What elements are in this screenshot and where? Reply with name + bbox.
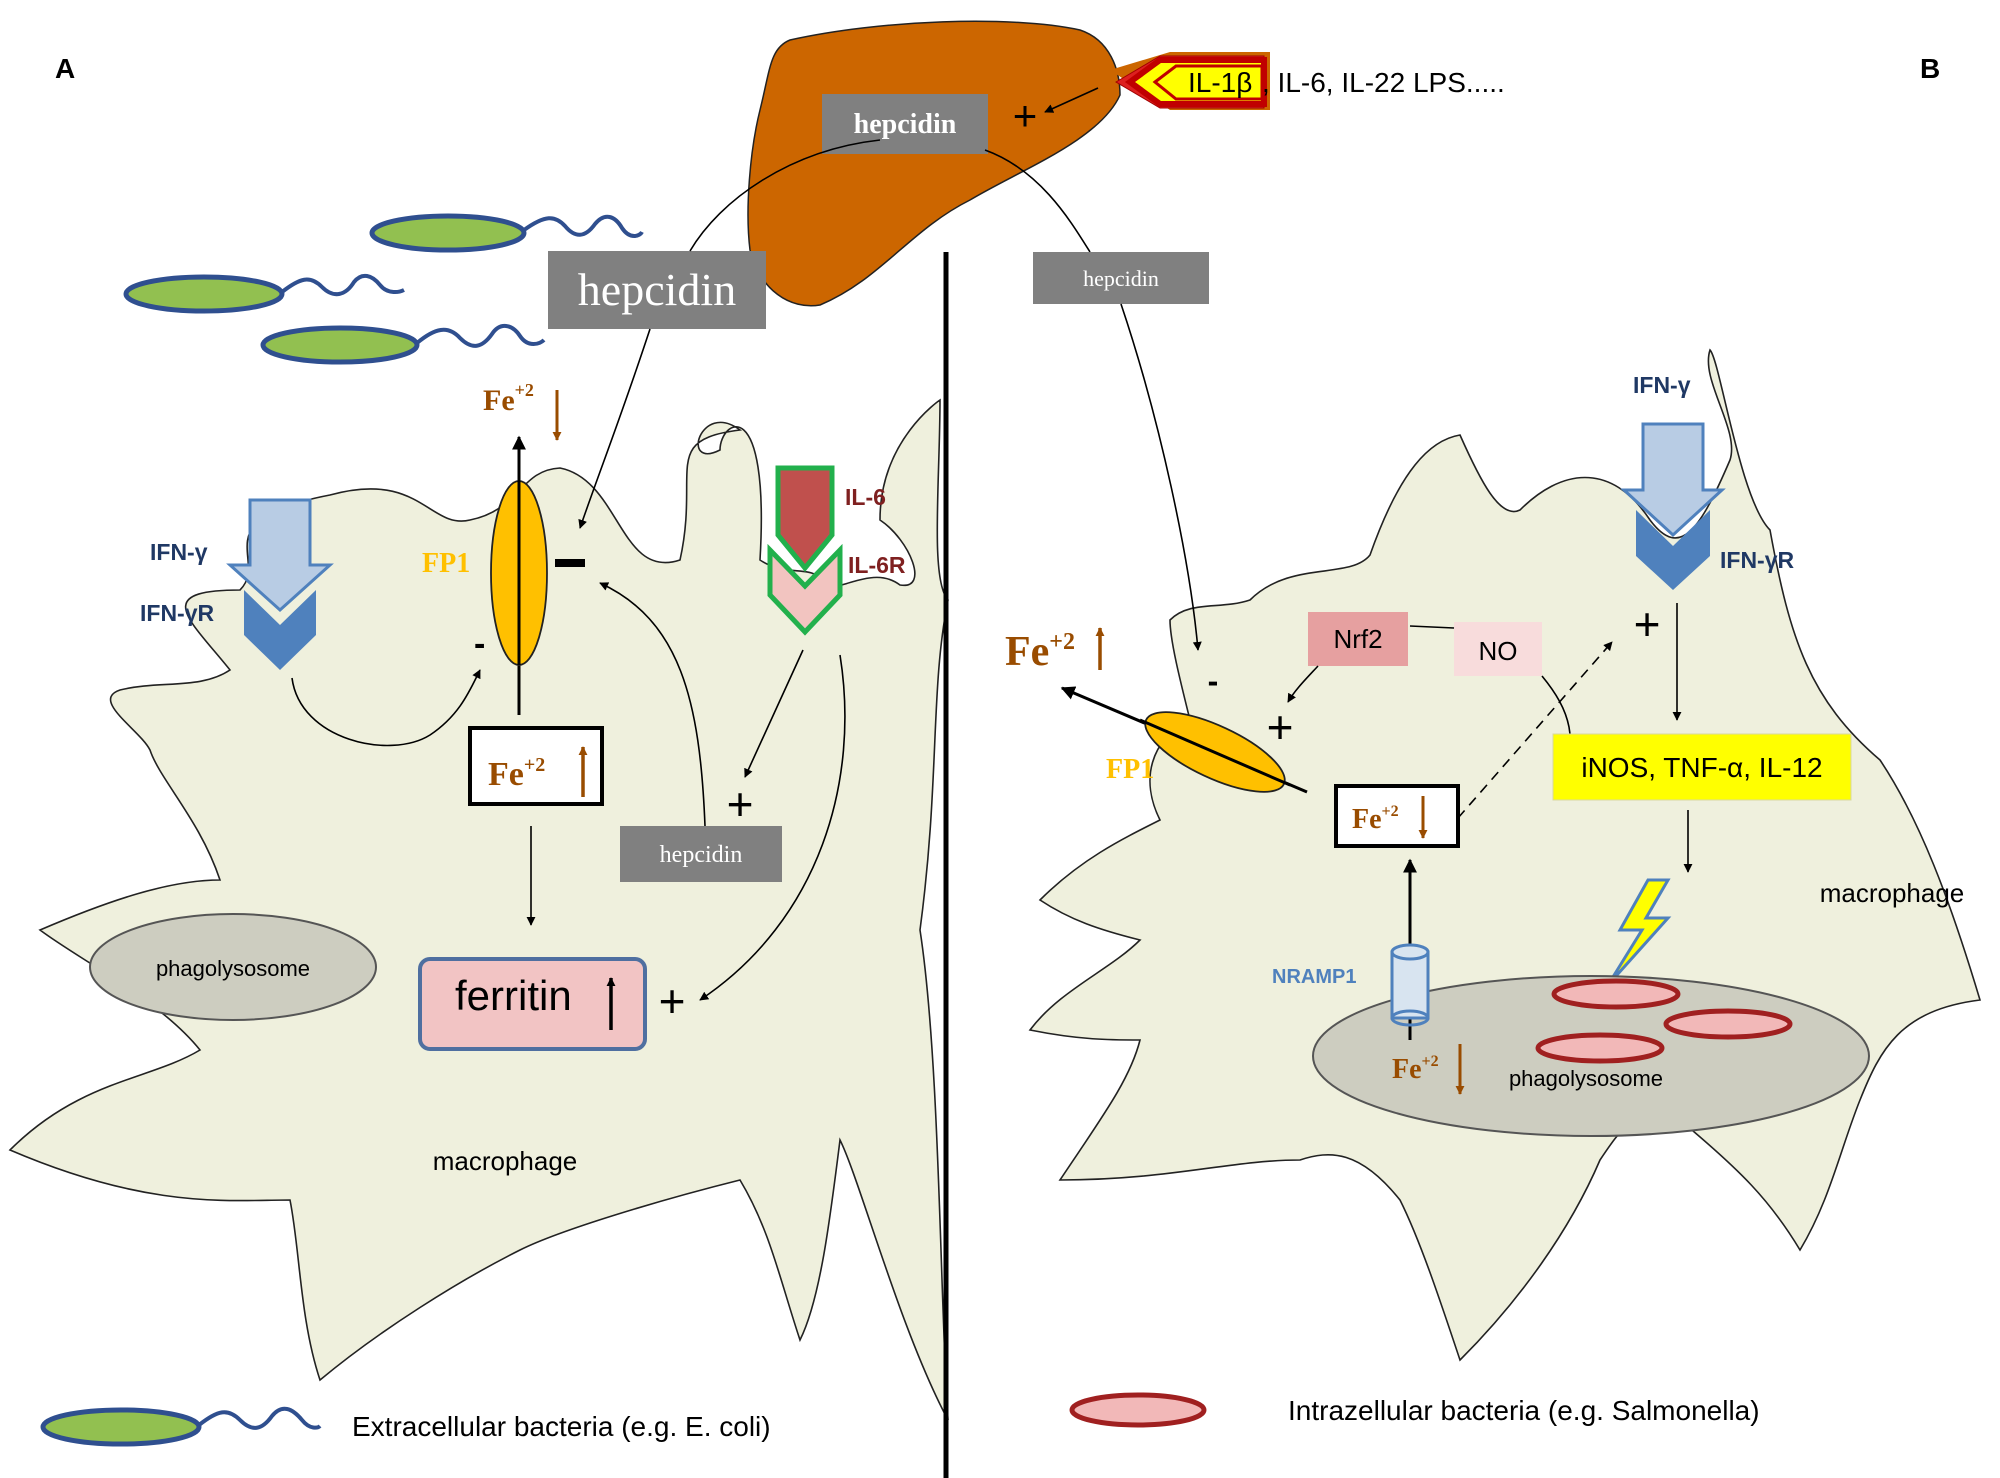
nramp1-label: NRAMP1 bbox=[1272, 966, 1356, 988]
macrophage-cell-b bbox=[1028, 348, 1982, 1362]
ifn-gamma-receptor-b bbox=[1636, 510, 1710, 590]
hepcidin-box-b bbox=[1033, 252, 1209, 304]
hepcidin-to-fp1-b-arrow bbox=[1120, 303, 1202, 651]
fp1-minus-small: - bbox=[474, 625, 485, 663]
il6r-label: IL-6R bbox=[848, 552, 906, 578]
fp1-label-b: FP1 bbox=[1106, 754, 1154, 785]
fe-in-b: Fe+2 bbox=[1352, 803, 1399, 835]
salmonella-bacterium-3 bbox=[1535, 1032, 1665, 1064]
macrophage-label-a: macrophage bbox=[433, 1146, 578, 1176]
il6-receptor bbox=[767, 543, 843, 636]
il6-arrow bbox=[775, 465, 835, 572]
fe-out-b: Fe+2 bbox=[1005, 629, 1075, 675]
ifn-gamma-arrow-a bbox=[226, 498, 334, 613]
salmonella-bacterium-1 bbox=[1551, 978, 1681, 1010]
fe-out-a: Fe+2 bbox=[483, 380, 534, 417]
nrf2-label: Nrf2 bbox=[1333, 624, 1382, 654]
ifn-gamma-label-a: IFN-γ bbox=[150, 539, 208, 565]
panel-letter-a: A bbox=[55, 53, 75, 84]
macrophage-label-b: macrophage bbox=[1820, 878, 1965, 908]
fe-in-box-a bbox=[468, 726, 604, 806]
macrophage-cell-a bbox=[8, 398, 949, 1421]
fe-in-a: Fe+2 bbox=[488, 754, 545, 793]
phagolysosome-label-a: phagolysosome bbox=[156, 956, 310, 981]
liver-to-hepcidin-b-curve bbox=[984, 149, 1091, 253]
hepcidin-small-to-fp1-arrow bbox=[599, 582, 706, 827]
fp1-minus-big bbox=[555, 559, 585, 567]
extracellular-bacterium-1 bbox=[369, 213, 644, 253]
fp1-label-a: FP1 bbox=[422, 548, 470, 579]
minus-b: - bbox=[1208, 663, 1219, 699]
legend-intracellular-label: Intrazellular bacteria (e.g. Salmonella) bbox=[1288, 1395, 1760, 1426]
ifn-to-fp1-arrow bbox=[291, 669, 481, 747]
ifn-gamma-r-label-a: IFN-γR bbox=[140, 600, 215, 626]
il6-label: IL-6 bbox=[845, 484, 886, 510]
hepcidin-label-b: hepcidin bbox=[1083, 266, 1159, 291]
liver-hepcidin-box bbox=[822, 94, 988, 154]
nramp1-channel-icon bbox=[1390, 943, 1430, 1027]
nrf2-box bbox=[1308, 612, 1408, 666]
il6r-to-hepcidin-arrow bbox=[744, 649, 804, 778]
lightning-bolt-icon bbox=[1606, 878, 1672, 987]
extracellular-bacterium-2 bbox=[123, 273, 405, 314]
il6r-to-ferritin-arrow bbox=[699, 654, 846, 1001]
hepcidin-large-box bbox=[548, 251, 766, 329]
cytokine-to-liver-arrow bbox=[1044, 87, 1099, 113]
plus-ifn-b: + bbox=[1634, 598, 1661, 650]
phagolysosome-a bbox=[89, 913, 377, 1021]
plus-nrf2: + bbox=[1267, 701, 1294, 753]
plus-ferritin: + bbox=[659, 975, 686, 1027]
no-label: NO bbox=[1479, 636, 1518, 666]
salmonella-bacterium-2 bbox=[1663, 1008, 1793, 1040]
ifn-gamma-r-label-b: IFN-γR bbox=[1720, 547, 1795, 573]
fe-in-box-b bbox=[1334, 784, 1460, 848]
legend-intracellular-icon bbox=[1069, 1392, 1207, 1428]
ifn-gamma-arrow-b bbox=[1620, 422, 1726, 538]
hepcidin-to-fp1-arrow bbox=[578, 328, 651, 529]
legend-extracellular-icon bbox=[40, 1406, 322, 1447]
cytokine-list: , IL-6, IL-22 LPS..... bbox=[1262, 67, 1505, 98]
liver bbox=[747, 20, 1121, 307]
ferritin-label: ferritin bbox=[455, 972, 572, 1019]
inos-box bbox=[1552, 733, 1852, 801]
cytokine-first: IL-1β bbox=[1188, 67, 1252, 98]
fe-phago-b: Fe+2 bbox=[1392, 1053, 1439, 1085]
hepcidin-small-box-a bbox=[620, 826, 782, 882]
inos-label: iNOS, TNF-α, IL-12 bbox=[1581, 752, 1822, 783]
fe-to-no-dashed-arrow bbox=[1457, 641, 1613, 819]
ferritin-box bbox=[418, 957, 647, 1051]
phagolysosome-label-b: phagolysosome bbox=[1509, 1066, 1663, 1091]
liver-plus-sign: + bbox=[1013, 92, 1038, 139]
hepcidin-small-label-a: hepcidin bbox=[660, 842, 743, 868]
panel-letter-b: B bbox=[1920, 53, 1940, 84]
hepcidin-large-label: hepcidin bbox=[578, 264, 736, 315]
plus-hepcidin-a: + bbox=[727, 778, 754, 830]
ifn-gamma-receptor-a bbox=[244, 590, 316, 670]
liver-to-hepcidin-large-curve bbox=[689, 139, 881, 252]
nrf2-to-fp1-arrow bbox=[1287, 665, 1319, 703]
no-to-nrf2-line bbox=[1409, 625, 1455, 629]
ifn-gamma-label-b: IFN-γ bbox=[1633, 372, 1691, 398]
extracellular-bacterium-3 bbox=[260, 324, 546, 365]
no-box bbox=[1454, 622, 1542, 676]
legend-extracellular-label: Extracellular bacteria (e.g. E. coli) bbox=[352, 1411, 771, 1442]
liver-hepcidin-label: hepcidin bbox=[854, 109, 957, 140]
